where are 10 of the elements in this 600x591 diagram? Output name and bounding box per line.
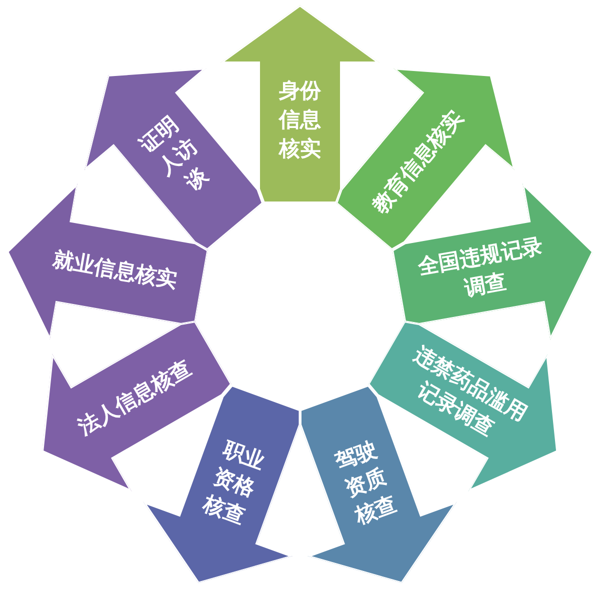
segment-label: 证明人访谈 bbox=[134, 111, 213, 198]
segment-label: 全国违规记录调查 bbox=[415, 232, 546, 302]
segment-label: 违禁药品滥用记录调查 bbox=[408, 341, 532, 442]
segment-label: 法人信息核查 bbox=[74, 354, 197, 442]
segment-label: 就业信息核实 bbox=[50, 246, 180, 295]
segment-label: 驾驶资质核查 bbox=[330, 436, 400, 531]
segment-label: 教育信息核实 bbox=[367, 104, 469, 220]
segment-label: 身份信息核实 bbox=[277, 78, 322, 162]
segment-label: 职业资格核查 bbox=[200, 436, 270, 531]
pinwheel-segment bbox=[84, 68, 264, 250]
